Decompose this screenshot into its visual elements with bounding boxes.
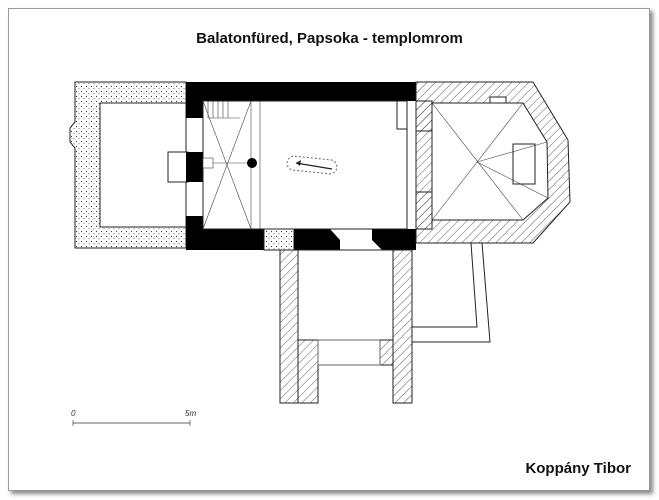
author-credit: Koppány Tibor <box>525 460 631 477</box>
scale-end-label: 5m <box>185 409 197 418</box>
grave-marker <box>286 155 338 175</box>
vault-lines <box>202 100 261 230</box>
plan-title: Balatonfüred, Papsoka - templomrom <box>196 30 463 47</box>
apse <box>415 81 571 244</box>
niche <box>396 100 408 130</box>
south-tower <box>279 249 413 404</box>
west-annex <box>69 81 189 249</box>
east-annex <box>412 242 491 343</box>
nave-walls <box>186 82 416 251</box>
pillar <box>247 158 257 168</box>
scale-start-label: 0 <box>71 409 76 418</box>
scale-bar <box>72 420 191 426</box>
